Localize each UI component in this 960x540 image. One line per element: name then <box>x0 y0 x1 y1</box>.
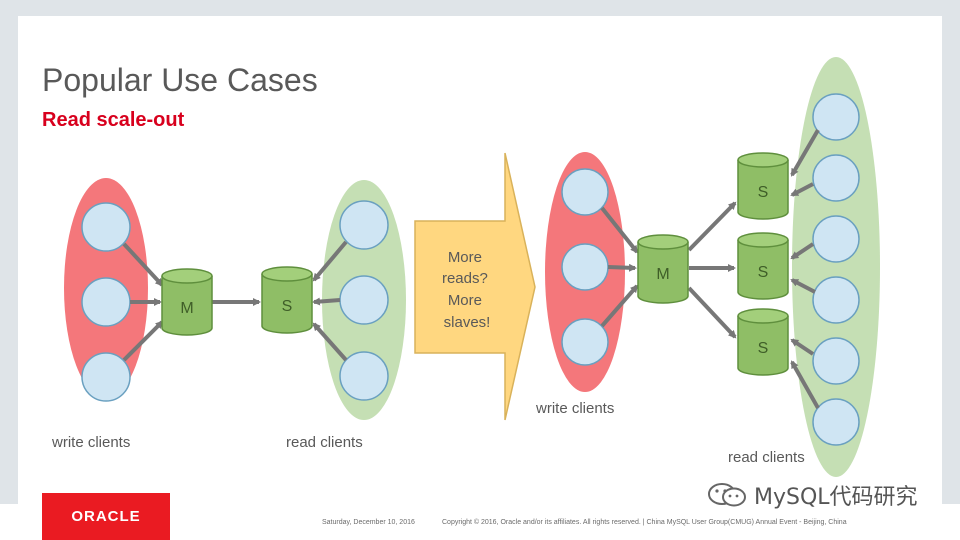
write-client-node <box>81 202 131 252</box>
read-client-node <box>812 215 860 263</box>
read-client-node <box>812 154 860 202</box>
read-clients-label-left: read clients <box>286 434 363 451</box>
read-arrow <box>312 322 348 362</box>
write-arrow <box>600 206 639 254</box>
read-clients-label-right: read clients <box>728 449 805 466</box>
replication-arrow <box>687 286 737 339</box>
master-node-right: M <box>637 234 689 304</box>
slave-node-left: S <box>261 266 313 334</box>
slave-node-right-2: S <box>737 232 789 300</box>
read-client-node <box>339 351 389 401</box>
master-label: M <box>656 266 669 283</box>
callout-line: reads? <box>442 270 488 287</box>
callout-line: More <box>448 249 482 266</box>
master-label: M <box>180 300 193 317</box>
write-client-node <box>81 352 131 402</box>
slave-label: S <box>758 184 769 201</box>
read-arrow <box>790 360 820 409</box>
slave-label: S <box>758 264 769 281</box>
write-clients-label-right: write clients <box>535 400 614 417</box>
footer-copyright: Copyright © 2016, Oracle and/or its affi… <box>442 519 847 526</box>
read-client-node <box>812 276 860 324</box>
slide-title: Popular Use Cases <box>42 62 318 98</box>
write-client-node <box>561 168 609 216</box>
read-client-node <box>812 398 860 446</box>
read-arrow <box>790 278 816 294</box>
read-client-node <box>812 93 860 141</box>
callout-line: More <box>448 292 482 309</box>
write-arrow <box>600 284 639 328</box>
read-client-node <box>339 275 389 325</box>
read-arrow <box>790 128 820 177</box>
oracle-logo: ORACLE <box>42 493 170 540</box>
write-clients-label-left: write clients <box>51 434 130 451</box>
read-client-node <box>812 337 860 385</box>
write-arrow <box>122 242 164 287</box>
read-arrow <box>790 338 815 356</box>
read-arrow <box>790 182 814 197</box>
read-client-node <box>339 200 389 250</box>
wechat-icon <box>708 483 746 507</box>
write-arrow <box>122 320 164 362</box>
slide-subtitle: Read scale-out <box>42 109 185 131</box>
slave-node-right-3: S <box>737 308 789 376</box>
master-node-left: M <box>161 268 213 336</box>
read-arrow <box>312 297 341 306</box>
footer-date: Saturday, December 10, 2016 <box>322 519 415 526</box>
read-arrow <box>312 240 348 282</box>
callout-arrow <box>414 152 536 421</box>
read-arrow <box>790 242 815 260</box>
slave-label: S <box>282 298 293 315</box>
write-client-node <box>561 318 609 366</box>
slave-node-right-1: S <box>737 152 789 220</box>
callout-line: slaves! <box>444 314 491 331</box>
write-client-node <box>81 277 131 327</box>
replication-arrow <box>687 201 737 252</box>
read-clients-group-right <box>792 57 880 477</box>
write-arrow <box>607 263 637 272</box>
write-client-node <box>561 243 609 291</box>
slave-label: S <box>758 340 769 357</box>
watermark: MySQL代码研究 <box>706 480 918 510</box>
watermark-text: MySQL代码研究 <box>754 485 918 510</box>
callout-text: More reads? More slaves! <box>442 249 492 331</box>
